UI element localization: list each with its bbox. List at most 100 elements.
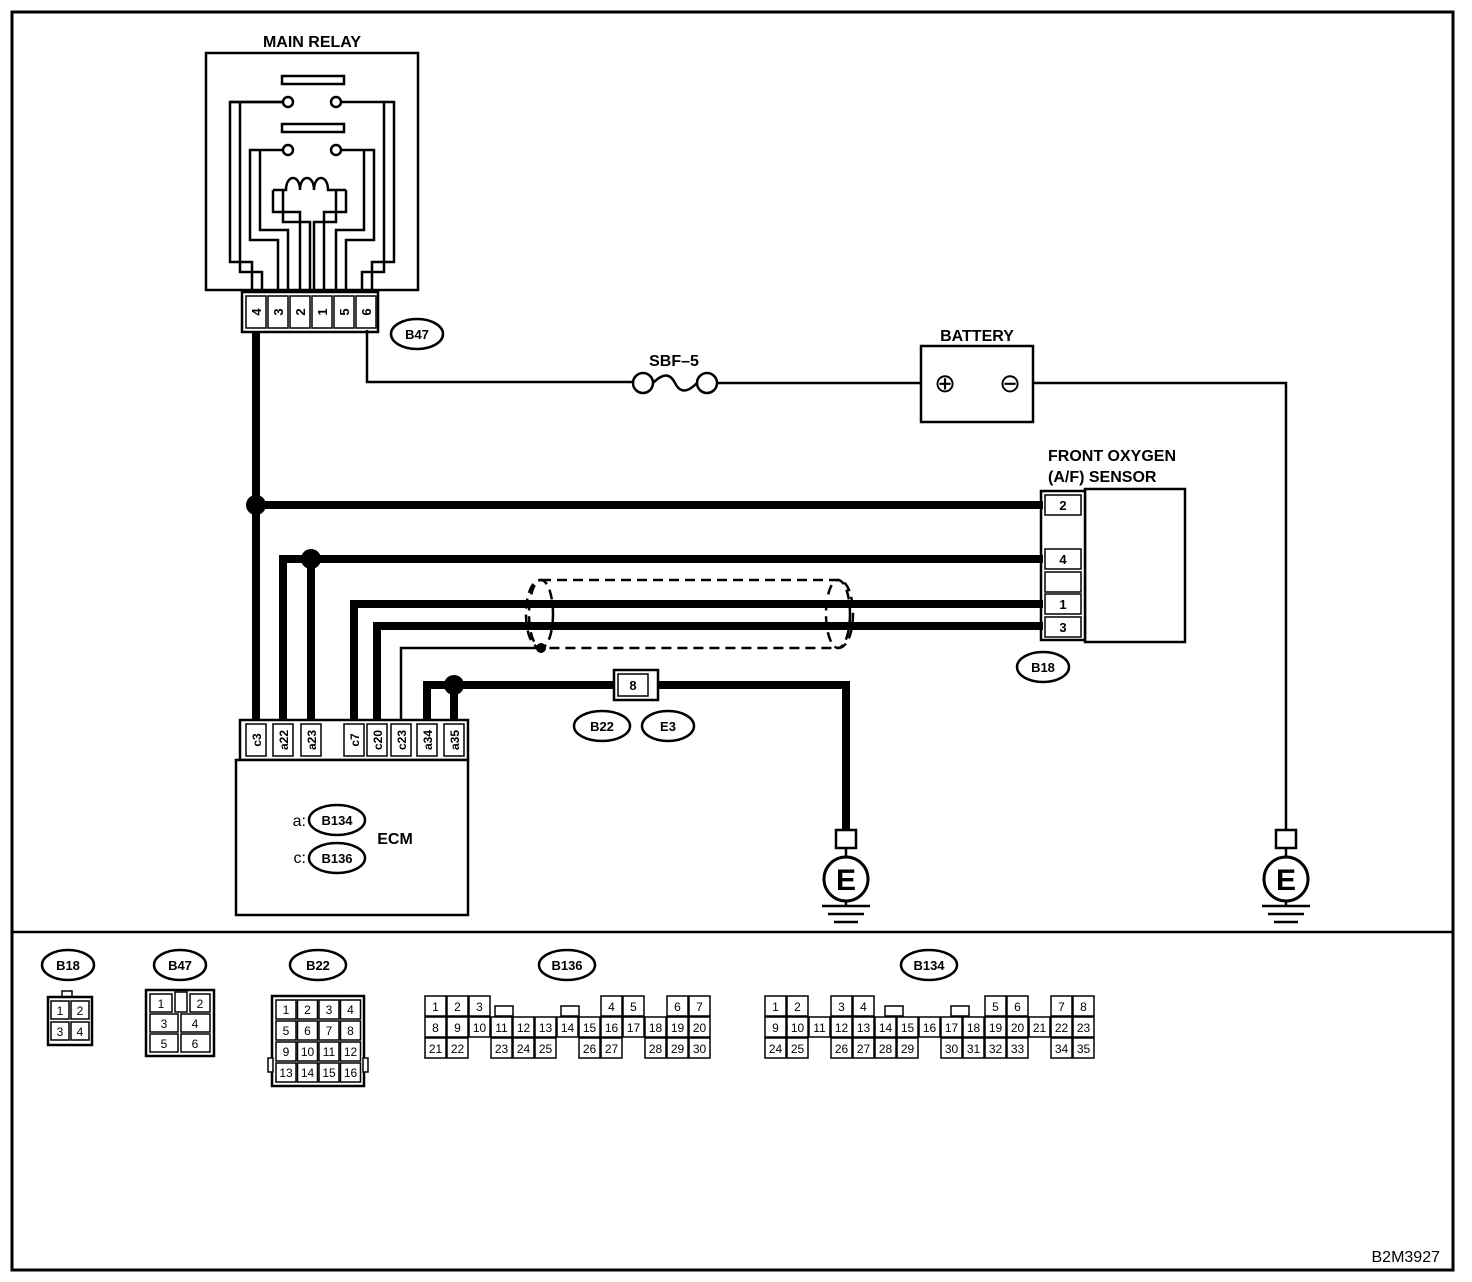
ecm-title: ECM	[377, 831, 413, 848]
legend-cell-box	[896, 1037, 919, 1059]
legend-cell: 14	[561, 1021, 575, 1035]
legend-cell-box	[490, 1016, 513, 1038]
legend-cell: 4	[192, 1017, 199, 1031]
legend-cell: 3	[476, 1000, 483, 1014]
legend-cell-box	[578, 1016, 601, 1038]
legend-cell: 31	[967, 1042, 981, 1056]
legend-cell: 4	[860, 1000, 867, 1014]
ecm-pin-label: a22	[277, 730, 291, 750]
fuse-terminal-right	[695, 371, 719, 395]
legend-cell: 24	[769, 1042, 783, 1056]
legend-cell-box	[764, 1037, 787, 1059]
legend-cell: 5	[283, 1024, 290, 1038]
legend-cell-box	[318, 1062, 340, 1083]
battery: BATTERY ⊕ ⊖	[919, 328, 1288, 830]
legend-cell-box	[600, 1016, 623, 1038]
legend-b22-badge	[288, 948, 348, 982]
wire-splice-to-ecm-a22	[279, 555, 311, 722]
legend-cell-box	[339, 1020, 362, 1041]
legend-cell-box	[1072, 1016, 1095, 1038]
legend-cell-box	[275, 1020, 297, 1041]
ecm-pins: c3 a22 a23 c7 c20 c23 a34 a35	[245, 723, 465, 757]
relay-internal-wiring	[228, 100, 396, 292]
legend-cell-box	[962, 1037, 985, 1059]
legend-cell-box	[446, 1016, 469, 1038]
legend-cell-box	[275, 999, 297, 1020]
legend-cell: 27	[857, 1042, 871, 1056]
sensor-pin-label: 3	[1059, 620, 1066, 635]
legend-cell: 27	[605, 1042, 619, 1056]
legend-cell: 15	[901, 1021, 915, 1035]
legend-cell: 11	[813, 1021, 826, 1035]
legend-cell: 2	[304, 1003, 311, 1017]
relay-pin-label: 5	[337, 308, 352, 315]
legend-cell-box	[622, 995, 645, 1017]
legend-cell-box	[962, 1016, 985, 1038]
legend-cell: 6	[674, 1000, 681, 1014]
ecm-conn-c-prefix: c:	[294, 850, 306, 867]
legend-cell-box	[830, 1037, 853, 1059]
legend-cell-box	[339, 1062, 362, 1083]
legend-cell-box	[578, 1037, 601, 1059]
legend-cell-box	[764, 1016, 787, 1038]
legend-cell-box	[424, 995, 447, 1017]
ecm-conn-a-badge	[307, 803, 367, 837]
relay-contact-bar-1	[280, 74, 346, 86]
legend-cell: 3	[326, 1003, 333, 1017]
legend-cell-box	[984, 1037, 1007, 1059]
wire-sensor-3-to-ecm-c20	[373, 622, 1043, 722]
legend-cell-box	[296, 1041, 319, 1062]
relay-pin-label: 4	[249, 308, 264, 316]
legend-cell: 18	[967, 1021, 981, 1035]
legend-b136-id: B136	[551, 958, 582, 973]
legend-cell: 12	[517, 1021, 531, 1035]
legend-cell-box	[468, 995, 491, 1017]
legend-cell: 17	[627, 1021, 641, 1035]
outer-frame	[10, 10, 1455, 1272]
legend-cell-box	[764, 995, 787, 1017]
battery-title: BATTERY	[940, 328, 1014, 345]
fuse-sbf5: SBF–5	[365, 330, 923, 395]
legend-cell: 6	[304, 1024, 311, 1038]
legend-b18-badge	[40, 948, 96, 982]
wire-shield-to-ecm-c23	[399, 646, 541, 722]
wire-sensor-4-to-ecm-a23	[307, 555, 1043, 722]
legend-cell-box	[600, 1037, 623, 1059]
legend-cell: 13	[279, 1066, 293, 1080]
shielded-cable	[524, 578, 855, 650]
battery-box	[919, 344, 1035, 424]
joint-connector: 8 B22 E3	[572, 668, 696, 743]
legend-cell-box	[1006, 995, 1029, 1017]
legend-cell: 33	[1011, 1042, 1025, 1056]
legend-cell: 19	[989, 1021, 1003, 1035]
legend-cell: 5	[992, 1000, 999, 1014]
legend-cell: 8	[347, 1024, 354, 1038]
splice-dot	[301, 549, 321, 569]
legend-cell: 26	[583, 1042, 597, 1056]
legend-cell-box	[984, 1016, 1007, 1038]
ecm-conn-c-badge	[307, 841, 367, 875]
legend-cell-box	[1050, 1016, 1073, 1038]
legend-cell: 3	[57, 1025, 64, 1039]
legend-cell-box	[1072, 1037, 1095, 1059]
legend-cell-box	[940, 1016, 963, 1038]
fuse-terminal-left	[631, 371, 655, 395]
legend-cell: 14	[879, 1021, 893, 1035]
relay-pin-label: 6	[359, 308, 374, 315]
legend-cell: 4	[77, 1025, 84, 1039]
ground-ecm: E	[822, 828, 870, 924]
legend-cell: 9	[772, 1021, 779, 1035]
fuse-element	[652, 374, 698, 392]
legend-cell: 4	[347, 1003, 354, 1017]
legend-cell: 32	[989, 1042, 1003, 1056]
ecm-pin-label: a34	[421, 730, 435, 750]
legend-cell: 11	[323, 1045, 336, 1059]
ecm-pin-label: c20	[371, 730, 385, 750]
legend-cell-box	[852, 1037, 875, 1059]
legend-cell: 22	[451, 1042, 465, 1056]
joint-pin-label: 8	[629, 678, 636, 693]
legend-cell-box	[644, 1016, 667, 1038]
